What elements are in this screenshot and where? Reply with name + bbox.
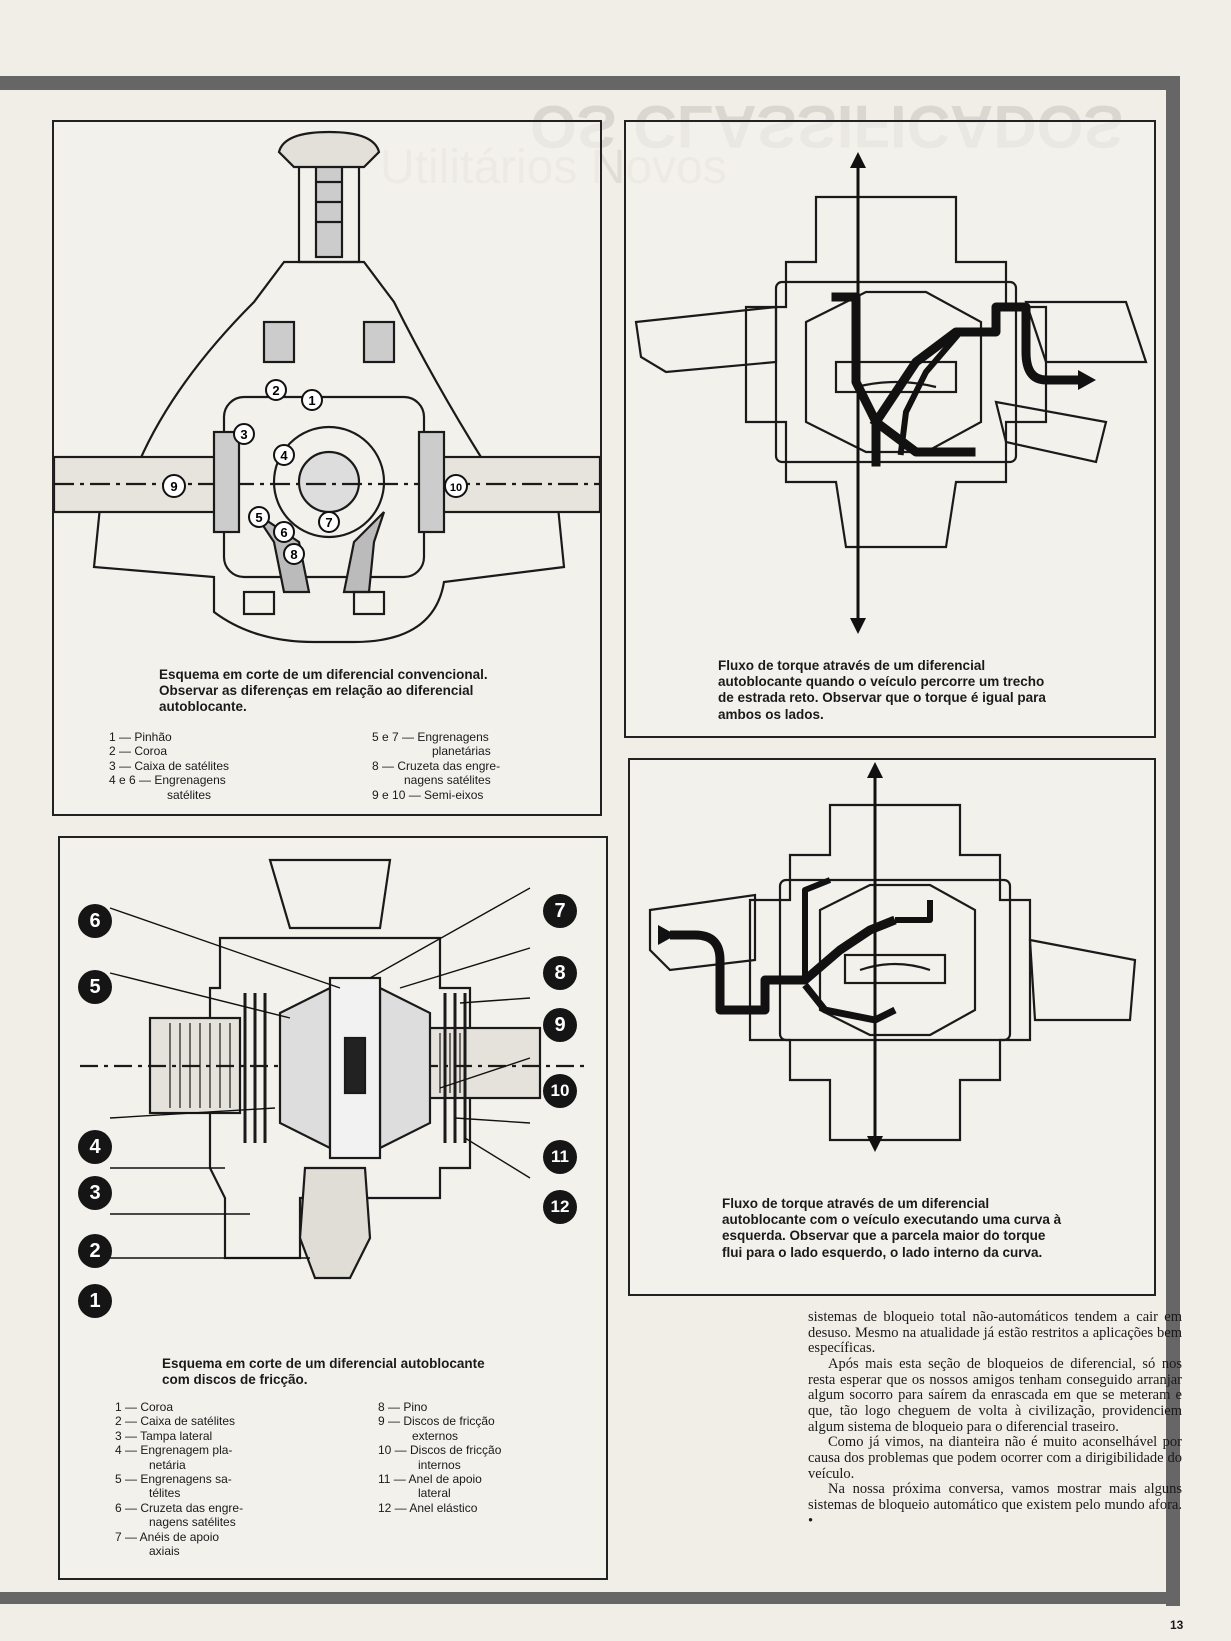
torque-flow-straight-drawing: [634, 152, 1148, 634]
callout-10: 10: [543, 1074, 577, 1108]
callout-3: 3: [78, 1176, 112, 1210]
body-paragraph-4: Na nossa próxima conversa, vamos mostrar…: [808, 1481, 1182, 1529]
caption-conventional: Esquema em corte de um diferencial conve…: [159, 667, 488, 715]
svg-text:5: 5: [255, 510, 262, 525]
arrow-down-icon: [867, 1136, 883, 1152]
marker-3: 3: [233, 423, 255, 445]
legend-item: nagens satélites: [149, 1515, 236, 1530]
caption-friction-disc: Esquema em corte de um diferencial autob…: [162, 1356, 485, 1388]
legend-item: planetárias: [432, 744, 491, 759]
arrow-down-icon: [850, 618, 866, 634]
legend-friction-left: 1 — Coroa 2 — Caixa de satélites 3 — Tam…: [115, 1400, 243, 1558]
callout-8: 8: [543, 956, 577, 990]
page-number: 13: [1170, 1618, 1184, 1632]
friction-disc-differential-drawing: [80, 858, 590, 1280]
legend-item: 4 e 6 — Engrenagens: [109, 773, 226, 788]
legend-item: 3 — Tampa lateral: [115, 1428, 213, 1443]
svg-text:2: 2: [272, 383, 279, 398]
caption-torque-flow-curve: Fluxo de torque através de um diferencia…: [722, 1196, 1062, 1260]
legend-item: 7 — Anéis de apoio: [115, 1529, 220, 1544]
legend-item: internos: [418, 1457, 461, 1472]
legend-conventional-left: 1 — Pinhão 2 — Coroa 3 — Caixa de satéli…: [109, 730, 229, 802]
svg-text:9: 9: [170, 479, 177, 494]
legend-item: 8 — Pino: [378, 1400, 428, 1414]
legend-item: 3 — Caixa de satélites: [109, 758, 230, 773]
legend-item: nagens satélites: [404, 773, 491, 788]
figure-torque-flow-straight: Fluxo de torque através de um diferencia…: [624, 120, 1156, 738]
page-frame-bottom: [0, 1592, 1180, 1604]
callout-6: 6: [78, 904, 112, 938]
marker-6: 6: [273, 521, 295, 543]
body-paragraph-1: sistemas de bloqueio total não-automátic…: [808, 1309, 1182, 1357]
marker-9: 9: [162, 474, 186, 498]
body-paragraph-3: Como já vimos, na dianteira não é muito …: [808, 1434, 1182, 1482]
figure-torque-flow-curve: Fluxo de torque através de um diferencia…: [628, 758, 1156, 1296]
marker-1: 1: [301, 389, 323, 411]
callout-2: 2: [78, 1234, 112, 1268]
body-paragraph-2: Após mais esta seção de bloqueios de dif…: [808, 1355, 1182, 1435]
page-frame-right: [1166, 76, 1180, 1606]
svg-text:1: 1: [308, 393, 315, 408]
svg-text:4: 4: [280, 448, 288, 463]
legend-item: 9 e 10 — Semi-eixos: [372, 787, 484, 802]
legend-item: 11 — Anel de apoio: [378, 1471, 482, 1486]
legend-item: 4 — Engrenagem pla-: [115, 1443, 233, 1458]
legend-item: télites: [149, 1486, 181, 1501]
legend-item: lateral: [418, 1486, 451, 1501]
svg-text:3: 3: [240, 427, 247, 442]
callout-12: 12: [543, 1190, 577, 1224]
legend-item: 10 — Discos de fricção: [378, 1443, 502, 1458]
callout-9: 9: [543, 1008, 577, 1042]
legend-friction-right: 8 — Pino 9 — Discos de fricção externos …: [378, 1400, 501, 1515]
legend-item: 1 — Coroa: [115, 1400, 174, 1414]
legend-item: 9 — Discos de fricção: [378, 1414, 495, 1429]
svg-text:6: 6: [280, 525, 287, 540]
figure-conventional-differential: 1 2 3 4 5 6 7 8 9 10 Esquema em corte de…: [52, 120, 602, 816]
legend-item: externos: [412, 1428, 459, 1443]
svg-text:8: 8: [290, 547, 297, 562]
arrow-up-icon: [850, 152, 866, 168]
callout-1: 1: [78, 1284, 112, 1318]
callout-11: 11: [543, 1140, 577, 1174]
marker-5: 5: [248, 506, 270, 528]
legend-item: satélites: [167, 787, 212, 802]
conventional-differential-drawing: 1 2 3 4 5 6 7 8 9 10: [54, 130, 600, 644]
legend-item: netária: [149, 1457, 186, 1472]
marker-2: 2: [265, 379, 287, 401]
arrow-up-icon: [867, 762, 883, 778]
legend-conventional-right: 5 e 7 — Engrenagens planetárias 8 — Cruz…: [372, 730, 500, 802]
arrow-right-icon: [658, 925, 676, 945]
arrow-right-icon: [1078, 370, 1096, 390]
torque-flow-curve-drawing: [648, 762, 1137, 1152]
marker-4: 4: [273, 444, 295, 466]
page-frame-top: [0, 76, 1180, 90]
svg-text:10: 10: [450, 482, 462, 494]
legend-item: 2 — Coroa: [109, 744, 168, 759]
article-body: sistemas de bloqueio total não-automátic…: [808, 1309, 1182, 1529]
marker-8: 8: [283, 543, 305, 565]
legend-item: 1 — Pinhão: [109, 730, 172, 744]
legend-item: 5 e 7 — Engrenagens: [372, 730, 489, 744]
legend-item: 12 — Anel elástico: [378, 1500, 478, 1515]
legend-item: 2 — Caixa de satélites: [115, 1414, 236, 1429]
callout-7: 7: [543, 894, 577, 928]
svg-text:7: 7: [325, 515, 332, 530]
callout-4: 4: [78, 1130, 112, 1164]
callout-5: 5: [78, 970, 112, 1004]
figure-friction-disc-differential: 6 5 4 3 2 1 7 8 9 10 11 12 Esquema em co…: [58, 836, 608, 1580]
caption-torque-flow-straight: Fluxo de torque através de um diferencia…: [718, 658, 1046, 722]
marker-10: 10: [444, 474, 468, 498]
legend-item: axiais: [149, 1543, 180, 1558]
legend-item: 6 — Cruzeta das engre-: [115, 1500, 244, 1515]
marker-7: 7: [318, 511, 340, 533]
legend-item: 5 — Engrenagens sa-: [115, 1471, 232, 1486]
legend-item: 8 — Cruzeta das engre-: [372, 758, 501, 773]
